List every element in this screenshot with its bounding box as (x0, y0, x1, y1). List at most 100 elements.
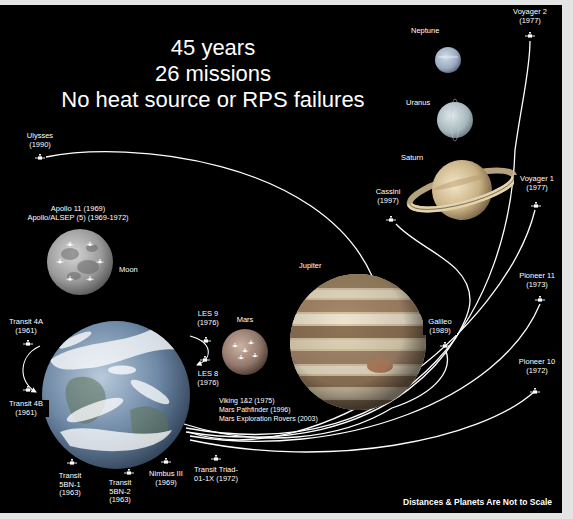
planet-node: Neptune (435, 47, 461, 73)
mission-label: Ulysses (1990) (22, 132, 58, 149)
spacecraft-icon (23, 386, 33, 392)
mission-label: Transit Triad-01-1X (1972) (191, 466, 241, 483)
ring-front (410, 176, 518, 217)
earth-disc (42, 321, 190, 469)
lander-icon (252, 353, 259, 357)
planet-node: Moon (47, 229, 113, 295)
trajectory-line (186, 224, 470, 437)
planet-disc (435, 47, 461, 73)
spacecraft-icons (23, 32, 545, 475)
orbit-arc (23, 346, 40, 392)
neptune-figure (435, 47, 461, 73)
planet-disc (425, 153, 498, 226)
trajectory-line (188, 210, 535, 440)
spacecraft-icon (201, 337, 211, 343)
planet-name: Neptune (410, 27, 440, 36)
planet-name: Mars (236, 316, 255, 325)
mission-label: Pioneer 10 (1972) (514, 358, 560, 375)
jupiter-figure (290, 274, 426, 412)
spacecraft-icon (23, 340, 33, 346)
planet-ring (451, 99, 459, 141)
lander-icon (96, 259, 104, 264)
mission-label: Transit 4B (1961) (3, 400, 49, 417)
planet-node: Uranus (437, 102, 473, 138)
mission-label: Transit 5BN-1 (1963) (54, 472, 86, 498)
lander-icon (56, 259, 64, 264)
earth-clouds (50, 329, 181, 451)
planet-name: Jupiter (298, 262, 323, 271)
planet-node: Jupiter (290, 274, 426, 410)
ring-gap (410, 176, 518, 217)
mission-label: Cassini (1997) (371, 188, 405, 205)
spacecraft-icon (530, 388, 540, 394)
planet-name: Saturn (400, 154, 424, 163)
earth (42, 321, 190, 469)
heading-line: No heat source or RPS failures (59, 87, 366, 112)
spacecraft-icon (535, 296, 545, 302)
planet-figure (290, 274, 426, 410)
planet-name: Moon (118, 266, 139, 275)
mission-label: Viking 1&2 (1975) (218, 397, 276, 405)
planet-figure (404, 160, 520, 220)
jupiter-bands (290, 274, 426, 412)
spacecraft-icon (440, 342, 450, 348)
spacecraft-icon (161, 458, 171, 464)
mission-label: Transit 4A (1961) (3, 318, 49, 335)
cloud (60, 428, 172, 451)
mission-label: Voyager 1 (1977) (514, 175, 560, 192)
mission-label: Galileo (1989) (423, 318, 457, 335)
lander-icon (238, 355, 245, 359)
moon-mare (67, 272, 81, 280)
spacecraft-icon (200, 356, 210, 362)
spacecraft-icon (531, 202, 541, 208)
spacecraft-icon (211, 455, 221, 461)
lander-icon (66, 241, 74, 246)
cloud (108, 366, 136, 375)
planet-disc (290, 274, 426, 410)
mission-label: Apollo 11 (1969) (50, 205, 106, 214)
lander-icon (86, 276, 94, 281)
earth-orbits (23, 336, 208, 392)
mission-label: Voyager 2 (1977) (507, 8, 553, 25)
moon-mare (77, 260, 99, 274)
planet-band (433, 172, 487, 192)
cloud (50, 329, 181, 370)
planet-figure (47, 229, 113, 295)
cloud (57, 329, 93, 351)
spacecraft-icon (386, 216, 396, 222)
lander-icon (242, 348, 249, 352)
mission-label: Mars Exploration Rovers (2003) (218, 415, 319, 423)
planet-disc (437, 102, 473, 138)
planet-disc (47, 229, 113, 295)
uranus-figure (437, 99, 473, 141)
planet-node: Mars (222, 329, 268, 375)
mission-label: LES 9 (1976) (193, 310, 223, 327)
mission-label: LES 8 (1976) (193, 370, 223, 387)
moon-mare (61, 248, 79, 260)
spacecraft-icon (67, 459, 77, 465)
mission-label: Nimbus III (1969) (144, 470, 188, 487)
lander-icon (248, 340, 255, 344)
space-ground (0, 5, 562, 513)
heading-line: 26 missions (153, 61, 273, 86)
planet-name: Uranus (405, 99, 431, 108)
mission-label: Apollo/ALSEP (5) (1969-1972) (26, 214, 129, 223)
planet-band (437, 56, 459, 59)
cloud (64, 393, 125, 427)
mars-figure (222, 329, 268, 375)
planet-shade (290, 274, 426, 410)
planet-disc (222, 329, 268, 375)
moon-figure (47, 229, 113, 295)
mission-label: Pioneer 11 (1973) (514, 272, 560, 289)
planet-figure (222, 329, 268, 375)
cloud (128, 376, 172, 408)
moon-mare (86, 244, 98, 252)
mission-label: Transit 5BN-2 (1963) (104, 479, 136, 505)
spacecraft-icon (124, 469, 134, 475)
planet-figure (437, 102, 473, 138)
lander-icon (86, 241, 94, 246)
mission-label: Mars Pathfinder (1996) (218, 406, 292, 414)
planet-figure (435, 47, 461, 73)
